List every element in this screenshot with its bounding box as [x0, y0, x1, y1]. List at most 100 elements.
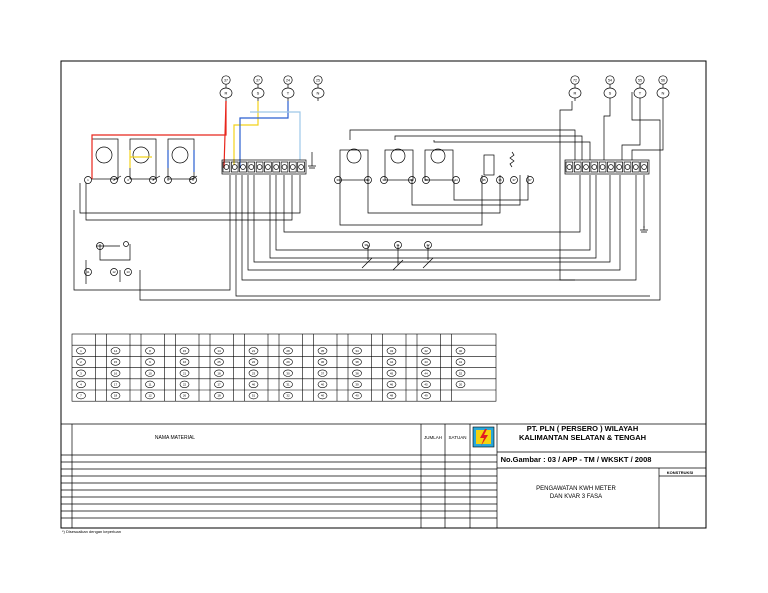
left-supply-number: 37: [256, 78, 260, 82]
wire-terminal-number: 3: [127, 178, 129, 182]
table-wire-number-circle: [248, 347, 259, 355]
wire-terminal: [480, 176, 488, 184]
table-wire-number-circle: [283, 347, 293, 355]
terminal-screw: [633, 164, 639, 170]
table-wire-number-circle: [214, 380, 224, 389]
satuan-header: SATUAN: [448, 435, 467, 440]
left-supply-number: 37: [224, 78, 228, 82]
terminal-cell: [289, 161, 297, 173]
terminal-cell: [255, 161, 264, 173]
table-wire-number: 14: [114, 349, 118, 353]
table-wire-number-circle: [76, 380, 86, 389]
table-wire-number: 32: [286, 394, 290, 398]
table-wire-number-circle: [145, 380, 155, 389]
table-wire-number-circle: [110, 358, 121, 366]
table-wire-number-circle: [283, 358, 293, 366]
aux-box: [483, 154, 495, 176]
left-supply-phase: T: [287, 90, 290, 95]
table-wire-number-circle: [283, 380, 293, 389]
table-wire-number-circle: [145, 358, 155, 366]
wire-terminal: [364, 176, 372, 184]
wire-terminal-number: 37: [512, 178, 516, 182]
table-wire-number-circle: [283, 369, 293, 377]
wire-terminal: [189, 176, 197, 184]
left-supply-number: 24: [286, 78, 290, 82]
terminal-screw: [290, 164, 296, 170]
wire-terminal: [526, 176, 534, 184]
wire-terminal: [510, 176, 518, 184]
table-wire-number: 43: [424, 360, 428, 364]
table-wire-number: 44: [390, 360, 394, 364]
wire-terminal: [124, 268, 132, 276]
wire-terminal: [408, 176, 416, 184]
pln-logo: [472, 426, 495, 448]
nama-material-header: NAMA MATERIAL: [154, 435, 196, 441]
wire-terminal: [496, 176, 504, 184]
table-wire-number-circle: [421, 392, 431, 400]
wire-terminal: [424, 241, 432, 249]
table-wire-number: 46: [252, 382, 256, 386]
table-wire-number-circle: [421, 380, 431, 389]
table-wire-number-circle: [386, 369, 397, 377]
wire-terminal: [84, 268, 92, 276]
table-wire-number-circle: [455, 369, 466, 377]
meter-coil-3: [430, 148, 446, 164]
right-supply-phase: T: [639, 90, 642, 95]
wire-terminal-number: 2: [113, 178, 115, 182]
terminal-screw: [298, 164, 304, 170]
drawing-number: No.Gambar : 03 / APP - TM / WKSKT / 2008: [500, 455, 652, 464]
terminal-cell: [615, 161, 623, 173]
company-name: PT. PLN ( PERSERO ) WILAYAH KALIMANTAN S…: [505, 424, 660, 442]
table-wire-number-circle: [179, 347, 190, 355]
table-wire-number: 8: [149, 349, 151, 353]
table-wire-number: 31: [286, 382, 290, 386]
table-wire-number: 12: [148, 394, 152, 398]
table-wire-number-circle: [214, 358, 224, 366]
ct-coil-r: [95, 146, 113, 164]
table-wire-number: 17: [217, 382, 221, 386]
table-wire-number: 38: [355, 360, 359, 364]
terminal-screw: [599, 164, 606, 170]
table-wire-number: 35: [321, 349, 325, 353]
table-wire-number-circle: [76, 369, 86, 377]
terminal-screw: [566, 164, 573, 170]
table-wire-number: 48: [390, 394, 394, 398]
table-wire-number: 45: [390, 371, 394, 375]
right-terminal-block: [564, 159, 650, 175]
terminal-cell: [239, 161, 247, 173]
left-supply-phase: R: [225, 90, 228, 95]
meter-box-3: [424, 149, 454, 181]
table-wire-number-circle: [352, 392, 362, 400]
table-wire-number: 18: [114, 394, 118, 398]
wire-terminal: [334, 176, 342, 184]
table-wire-number-circle: [317, 392, 328, 400]
terminal-cell: [640, 161, 648, 173]
wire-terminal-number: 12: [112, 270, 116, 274]
table-wire-number-circle: [421, 358, 431, 366]
drawing-title-line-1: PENGAWATAN KWH METER: [536, 486, 616, 492]
wire-neutral: [250, 111, 301, 160]
table-wire-number: 38: [355, 371, 359, 375]
wiring-harness: [73, 92, 664, 301]
ct-box-r: [91, 138, 119, 180]
wire-terminal: [394, 241, 402, 249]
terminal-screw: [240, 164, 246, 170]
terminal-cell: [623, 161, 632, 173]
table-wire-number: 4: [80, 382, 82, 386]
terminal-cell: [264, 161, 272, 173]
terminal-cell: [222, 161, 231, 173]
wire-terminal-number: 42: [426, 243, 430, 247]
wire-terminal: [422, 176, 430, 184]
wire-terminal: [362, 241, 370, 249]
wire-terminal-number: 30: [336, 178, 340, 182]
terminal-screw: [624, 164, 631, 170]
table-wire-number-circle: [110, 347, 121, 355]
table-wire-number: 9: [149, 360, 151, 364]
terminal-cell: [565, 161, 574, 173]
terminal-cell: [280, 161, 289, 173]
wire-terminal-number: 6: [192, 178, 194, 182]
